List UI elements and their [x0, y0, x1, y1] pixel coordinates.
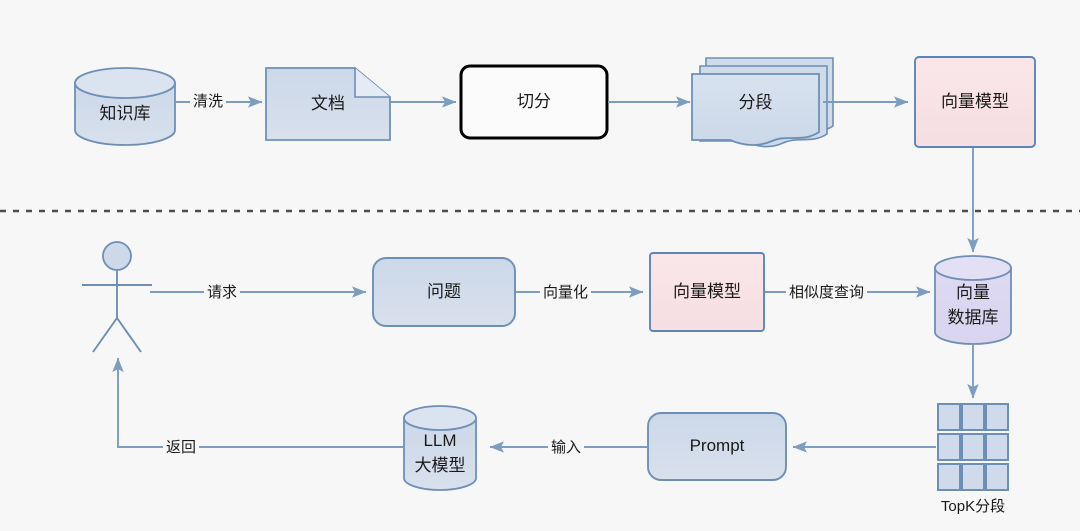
node-prompt[interactable] [647, 412, 787, 481]
node-llm[interactable] [403, 405, 477, 491]
edge-llm-actor [112, 357, 403, 448]
node-knowledge-base[interactable] [74, 67, 176, 146]
edge-label-similarity-query: 相似度查询 [786, 281, 868, 302]
edge-label-clean: 清洗 [190, 90, 227, 111]
node-embed-model-bottom[interactable] [649, 252, 765, 332]
node-embed-model-top[interactable] [914, 56, 1036, 148]
node-actor[interactable] [82, 241, 152, 353]
node-topk-chunks[interactable] [937, 403, 1009, 491]
node-chunks[interactable] [691, 57, 834, 148]
node-vector-db[interactable] [934, 255, 1012, 345]
edge-label-vectorize: 向量化 [540, 281, 592, 302]
node-split[interactable] [459, 64, 609, 140]
node-document[interactable] [265, 67, 391, 141]
edge-label-request: 请求 [204, 281, 241, 302]
topk-caption: TopK分段 [940, 497, 1006, 515]
edge-label-input: 输入 [548, 436, 585, 457]
node-question[interactable] [372, 257, 516, 327]
edge-label-return: 返回 [163, 436, 200, 457]
